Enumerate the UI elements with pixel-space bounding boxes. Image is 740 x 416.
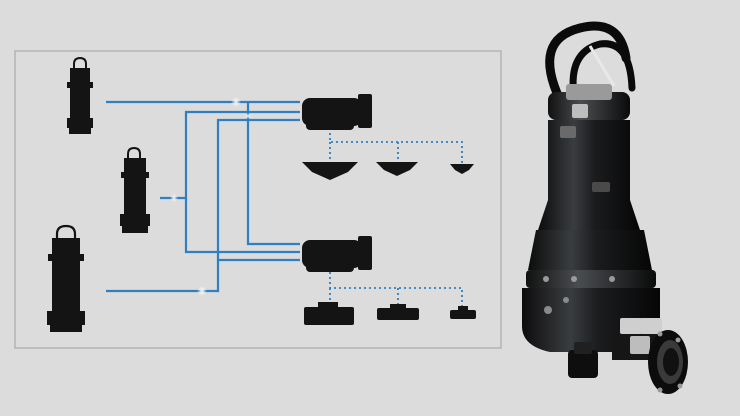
pump-volute-icon [302, 236, 372, 272]
submersible-pump-photo [522, 21, 688, 394]
impeller-disc-icon [304, 302, 476, 325]
impeller-icon [302, 162, 474, 180]
pump-volute-icon [302, 94, 372, 130]
motor-unit-medium-icon [120, 146, 150, 233]
diagram-panel [14, 50, 502, 349]
line-glints [170, 97, 251, 296]
motor-unit-large-icon [47, 224, 85, 332]
dotted-connectors [329, 128, 463, 308]
motor-unit-small-icon [67, 56, 93, 134]
